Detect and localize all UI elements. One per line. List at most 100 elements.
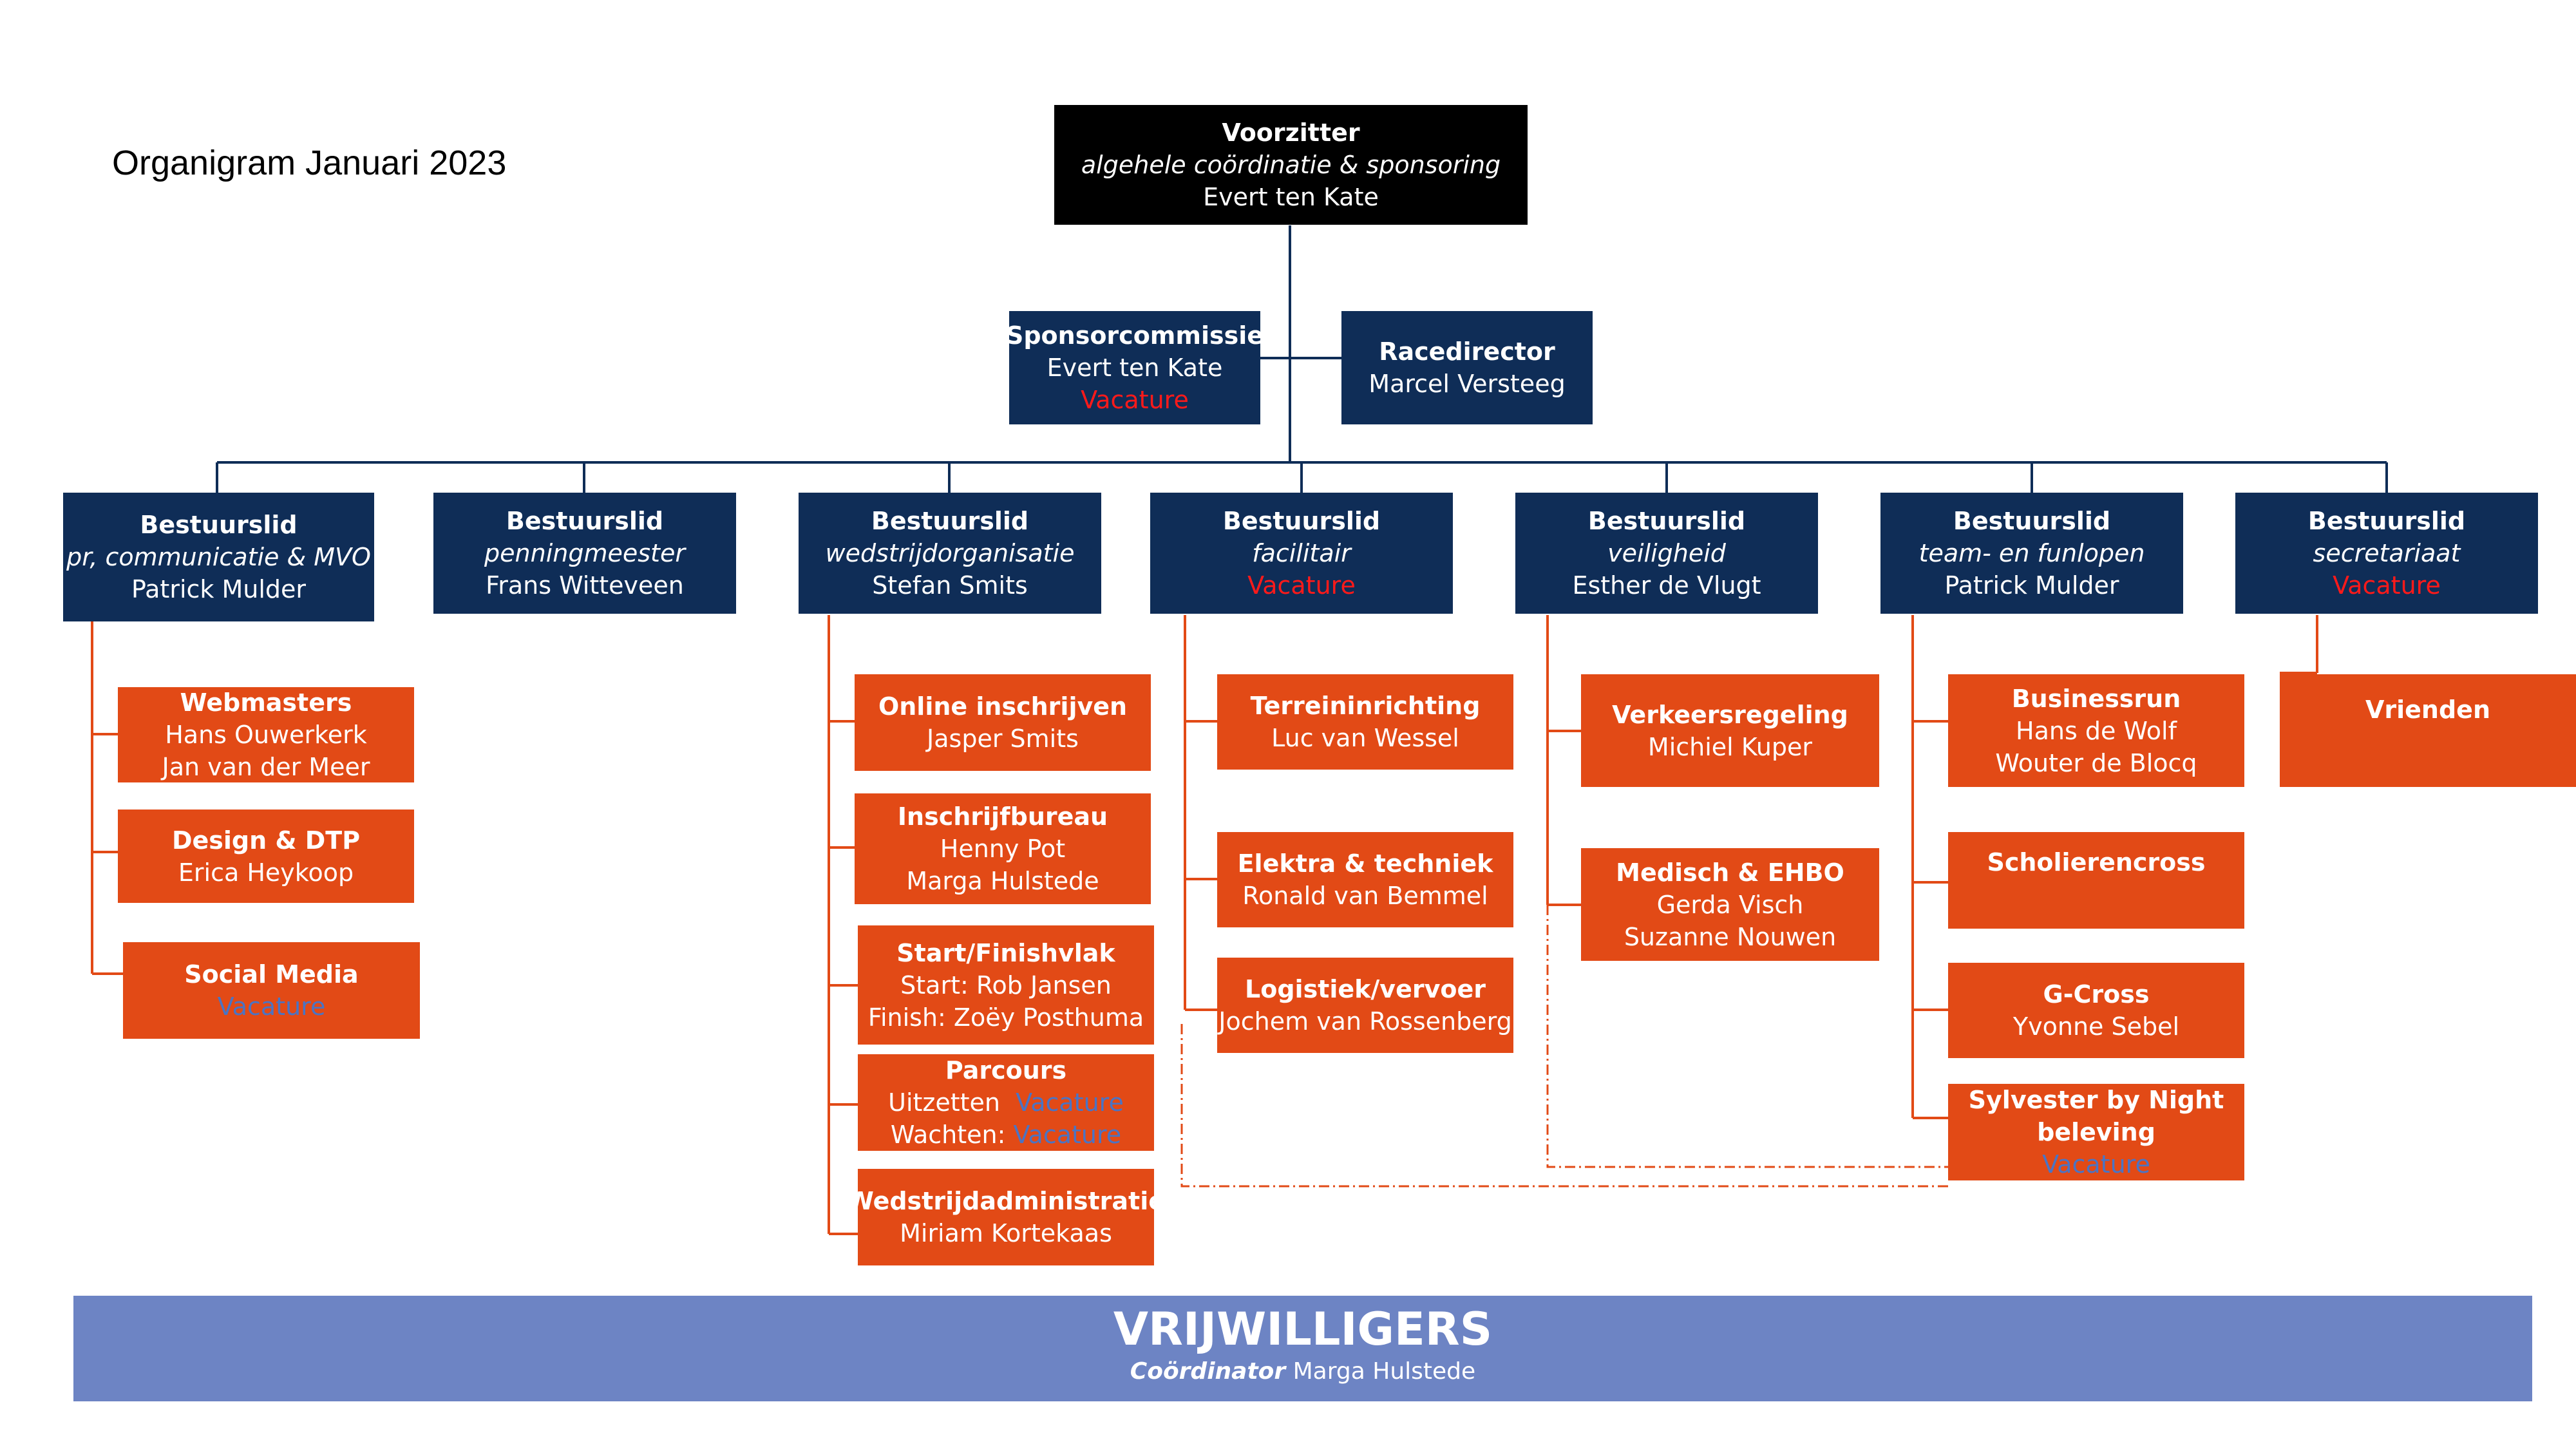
volunteers-title: VRIJWILLIGERS xyxy=(1113,1303,1493,1356)
board-title: Bestuurslid xyxy=(506,507,664,535)
racedirector-title: Racedirector xyxy=(1379,337,1555,366)
committee-member: Suzanne Nouwen xyxy=(1624,922,1837,951)
board-member-safety: Bestuurslid veiligheid Esther de Vlugt xyxy=(1515,493,1818,614)
board-name: Frans Witteveen xyxy=(486,571,684,600)
volunteers-name: Marga Hulstede xyxy=(1293,1358,1476,1385)
committee-title: Parcours xyxy=(945,1056,1067,1084)
committee-title: Wedstrijdadministratie xyxy=(847,1187,1165,1215)
board-name: Esther de Vlugt xyxy=(1572,571,1761,600)
committee-member: Marga Hulstede xyxy=(906,867,1099,895)
committee-title: Verkeersregeling xyxy=(1612,700,1848,729)
committee-title: Medisch & EHBO xyxy=(1616,858,1844,887)
board-role: veiligheid xyxy=(1607,539,1726,567)
committee-businessrun: Businessrun Hans de Wolf Wouter de Blocq xyxy=(1948,674,2244,787)
committee-design-dtp: Design & DTP Erica Heykoop xyxy=(118,810,414,903)
course-wait-label: Wachten: xyxy=(890,1121,1006,1149)
board-title: Bestuurslid xyxy=(1222,507,1381,535)
volunteers-coordinator: Coördinator Marga Hulstede xyxy=(73,1356,2532,1387)
committee-member: Wouter de Blocq xyxy=(1995,748,2197,777)
committee-site-setup: Terreininrichting Luc van Wessel xyxy=(1217,674,1513,770)
committee-title: Scholierencross xyxy=(1987,848,2206,876)
course-setup-vacancy: Vacature xyxy=(1016,1088,1124,1117)
course-wait-line: Wachten: Vacature xyxy=(891,1119,1121,1151)
board-role: team- en funlopen xyxy=(1918,539,2145,567)
board-member-facilities: Bestuurslid facilitair Vacature xyxy=(1150,493,1453,614)
board-vacancy: Vacature xyxy=(2333,571,2441,600)
committee-title: G-Cross xyxy=(2043,980,2150,1009)
committee-title: Terreininrichting xyxy=(1250,692,1481,720)
board-title: Bestuurslid xyxy=(140,511,298,539)
sponsor-vacancy: Vacature xyxy=(1081,386,1189,414)
board-title: Bestuurslid xyxy=(1587,507,1746,535)
committee-member: Start: Rob Jansen xyxy=(900,971,1112,999)
board-vacancy: Vacature xyxy=(1247,571,1356,600)
committee-member: Jochem van Rossenberg xyxy=(1218,1007,1512,1036)
board-role: wedstrijdorganisatie xyxy=(825,539,1075,567)
committee-member: Jan van der Meer xyxy=(162,753,370,781)
committee-title: Social Media xyxy=(184,960,359,989)
committee-title: Sylvester by Night xyxy=(1968,1086,2224,1114)
committee-member: Yvonne Sebel xyxy=(2012,1012,2180,1041)
committee-electrics: Elektra & techniek Ronald van Bemmel xyxy=(1217,832,1513,927)
committee-title: Design & DTP xyxy=(171,826,361,855)
committee-title: Start/Finishvlak xyxy=(896,938,1115,967)
committee-medical: Medisch & EHBO Gerda Visch Suzanne Nouwe… xyxy=(1581,848,1879,961)
racedirector-name: Marcel Versteeg xyxy=(1368,370,1566,398)
board-role: facilitair xyxy=(1252,539,1351,567)
board-title: Bestuurslid xyxy=(2307,507,2466,535)
board-member-competition: Bestuurslid wedstrijdorganisatie Stefan … xyxy=(799,493,1101,614)
committee-member: Michiel Kuper xyxy=(1647,732,1813,761)
committee-g-cross: G-Cross Yvonne Sebel xyxy=(1948,963,2244,1058)
committee-course: Parcours Uitzetten Vacature Wachten: Vac… xyxy=(858,1054,1154,1151)
chair-name: Evert ten Kate xyxy=(1203,183,1379,211)
board-role: secretariaat xyxy=(2313,539,2461,567)
committee-vacancy: Vacature xyxy=(217,992,326,1021)
board-role: penningmeester xyxy=(484,539,685,567)
board-name: Patrick Mulder xyxy=(1944,571,2119,600)
chair-title: Voorzitter xyxy=(1222,118,1360,147)
racedirector-box: Racedirector Marcel Versteeg xyxy=(1341,311,1593,424)
committee-online-registration: Online inschrijven Jasper Smits xyxy=(855,674,1151,771)
board-member-secretariat: Bestuurslid secretariaat Vacature xyxy=(2235,493,2538,614)
committee-vacancy: Vacature xyxy=(2042,1150,2150,1179)
board-name: Patrick Mulder xyxy=(131,575,307,603)
board-title: Bestuurslid xyxy=(871,507,1029,535)
committee-title: Businessrun xyxy=(2011,684,2181,713)
committee-title: Elektra & techniek xyxy=(1237,849,1493,878)
committee-member: Hans de Wolf xyxy=(2016,716,2177,745)
committee-member: Miriam Kortekaas xyxy=(900,1219,1112,1247)
committee-title: Online inschrijven xyxy=(878,692,1128,721)
committee-registration-office: Inschrijfbureau Henny Pot Marga Hulstede xyxy=(855,793,1151,904)
committee-logistics: Logistiek/vervoer Jochem van Rossenberg xyxy=(1217,958,1513,1053)
committee-sylvester: Sylvester by Night beleving Vacature xyxy=(1948,1084,2244,1180)
committee-webmasters: Webmasters Hans Ouwerkerk Jan van der Me… xyxy=(118,687,414,782)
volunteers-role: Coördinator xyxy=(1130,1358,1286,1385)
committee-title: Vrienden xyxy=(2365,696,2491,724)
committee-title-line2: beleving xyxy=(2037,1118,2155,1146)
committee-social-media: Social Media Vacature xyxy=(123,942,420,1039)
committee-title: Webmasters xyxy=(180,688,352,717)
committee-member: Jasper Smits xyxy=(927,724,1079,753)
page-title: Organigram Januari 2023 xyxy=(112,144,507,182)
committee-race-admin: Wedstrijdadministratie Miriam Kortekaas xyxy=(847,1169,1165,1265)
chair-box: Voorzitter algehele coördinatie & sponso… xyxy=(1054,105,1528,225)
committee-member: Gerda Visch xyxy=(1656,890,1804,919)
committee-school-cross: Scholierencross xyxy=(1948,832,2244,929)
board-member-team-runs: Bestuurslid team- en funlopen Patrick Mu… xyxy=(1880,493,2183,614)
committee-member: Hans Ouwerkerk xyxy=(165,721,367,749)
board-title: Bestuurslid xyxy=(1953,507,2111,535)
chair-subtitle: algehele coördinatie & sponsoring xyxy=(1081,151,1501,179)
committee-title: Logistiek/vervoer xyxy=(1245,975,1486,1003)
board-member-treasurer: Bestuurslid penningmeester Frans Witteve… xyxy=(433,493,736,614)
sponsor-name: Evert ten Kate xyxy=(1046,354,1223,382)
committee-traffic: Verkeersregeling Michiel Kuper xyxy=(1581,674,1879,787)
sponsor-box: Sponsorcommissie Evert ten Kate Vacature xyxy=(1006,311,1264,424)
committee-member: Finish: Zoëy Posthuma xyxy=(867,1003,1144,1032)
sponsor-title: Sponsorcommissie xyxy=(1005,321,1264,350)
board-role: pr, communicatie & MVO xyxy=(66,543,371,571)
volunteers-banner: VRIJWILLIGERS Coördinator Marga Hulstede xyxy=(73,1296,2532,1401)
committee-member: Ronald van Bemmel xyxy=(1242,882,1488,910)
committee-title: Inschrijfbureau xyxy=(897,802,1108,831)
committee-start-finish: Start/Finishvlak Start: Rob Jansen Finis… xyxy=(858,925,1154,1045)
